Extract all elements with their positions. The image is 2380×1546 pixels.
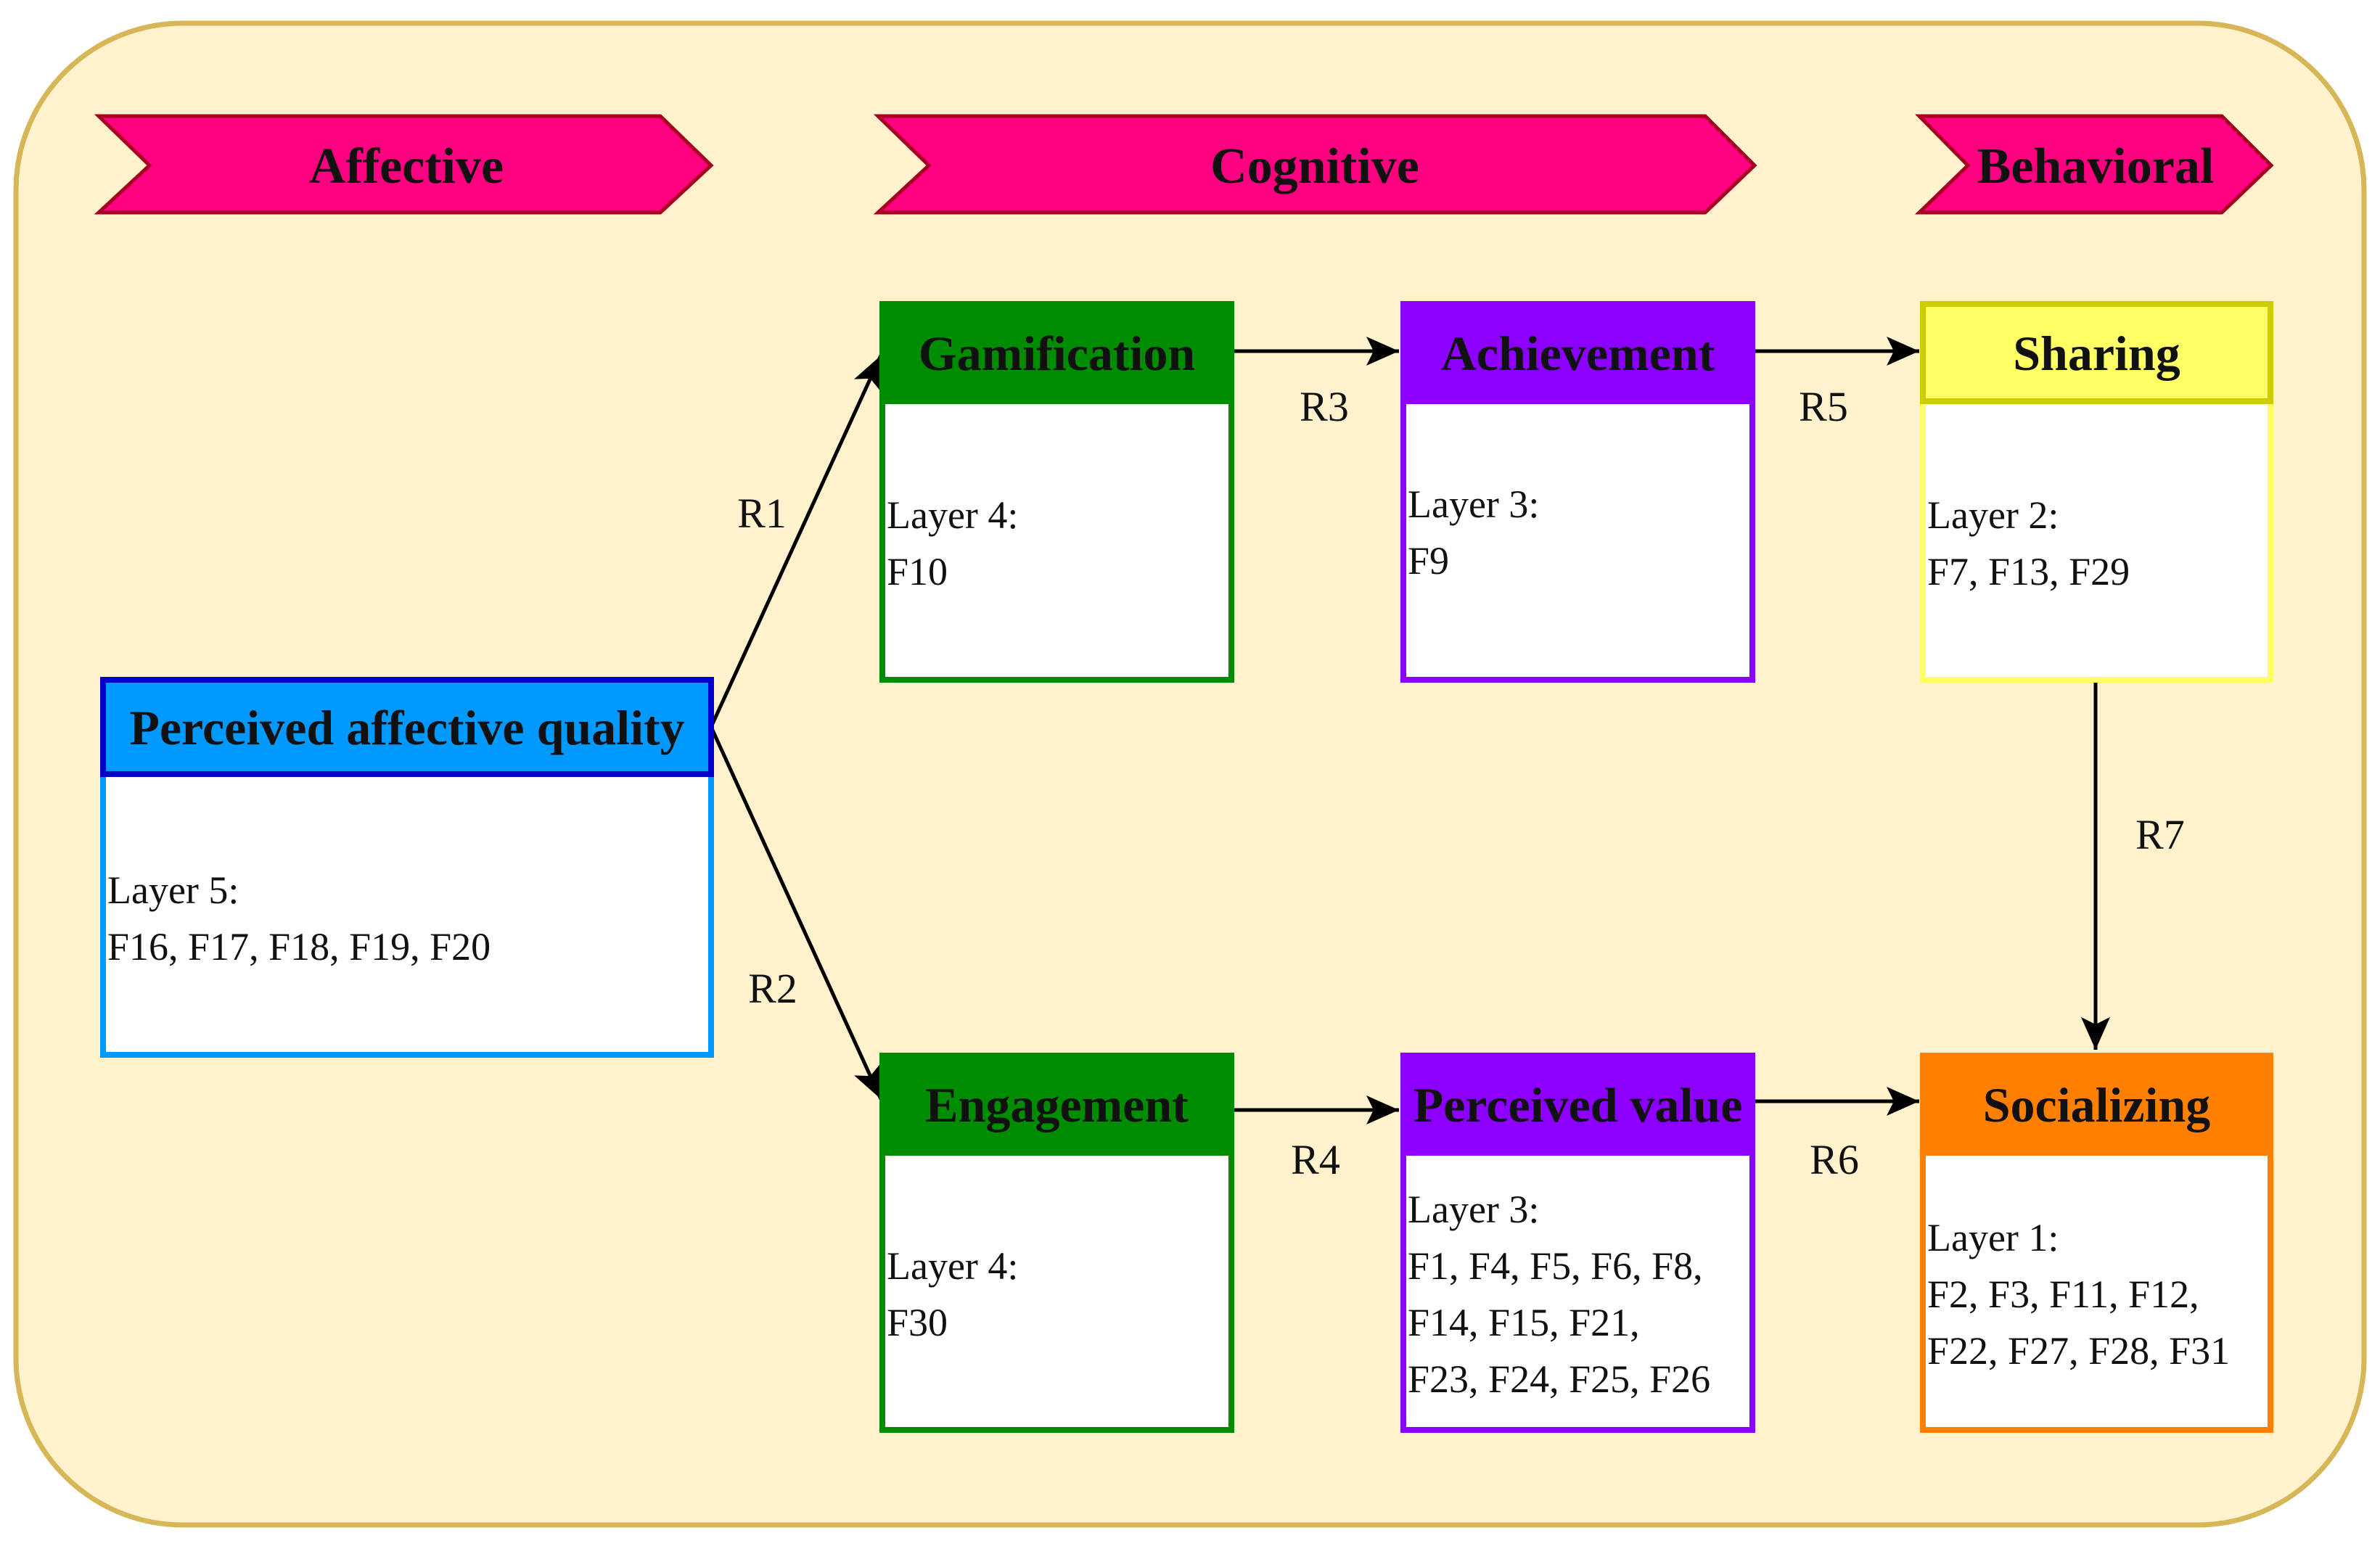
box-engagement-header xyxy=(879,1053,1234,1156)
box-sharing-line: F7, F13, F29 xyxy=(1927,550,2130,593)
box-socializing-line: F22, F27, F28, F31 xyxy=(1927,1329,2230,1373)
box-perceived-affective-quality-line: F16, F17, F18, F19, F20 xyxy=(107,925,491,969)
relation-label-r4: R4 xyxy=(1291,1136,1340,1183)
box-gamification-line: F10 xyxy=(887,550,948,593)
stage-cognitive: Cognitive xyxy=(873,114,1757,215)
box-socializing-line: F2, F3, F11, F12, xyxy=(1927,1272,2199,1316)
box-sharing-header xyxy=(1920,301,2273,404)
box-perceived-value-header xyxy=(1400,1053,1755,1156)
box-perceived-value-line: F14, F15, F21, xyxy=(1408,1301,1640,1344)
box-perceived-value-line: Layer 3: xyxy=(1408,1188,1539,1231)
relation-label-r6: R6 xyxy=(1810,1136,1859,1183)
box-achievement-line: F9 xyxy=(1408,539,1449,583)
box-socializing-line: Layer 1: xyxy=(1927,1216,2059,1259)
box-sharing-title: Sharing xyxy=(2013,326,2180,381)
box-engagement-line: Layer 4: xyxy=(887,1244,1018,1288)
box-achievement-line: Layer 3: xyxy=(1408,482,1539,526)
relation-label-r7: R7 xyxy=(2135,811,2185,858)
relations xyxy=(709,337,2110,1124)
relation-label-r3: R3 xyxy=(1300,383,1349,430)
box-gamification-header xyxy=(879,301,1234,404)
relation-label-r5: R5 xyxy=(1799,383,1848,430)
box-engagement-line: F30 xyxy=(887,1301,948,1344)
box-gamification-line: Layer 4: xyxy=(887,493,1018,537)
diagram-background xyxy=(13,20,2367,1528)
box-achievement-title: Achievement xyxy=(1441,326,1715,381)
stage-behavioral-label: Behavioral xyxy=(1977,139,2215,194)
box-perceived-affective-quality-line: Layer 5: xyxy=(107,868,239,912)
box-perceived-affective-quality-header xyxy=(100,677,714,777)
stage-affective: Affective xyxy=(94,114,714,215)
stage-behavioral: Behavioral xyxy=(1914,114,2274,215)
stage-cognitive-chevron xyxy=(873,114,1757,215)
box-achievement-header xyxy=(1400,301,1755,404)
relation-label-r1: R1 xyxy=(737,490,787,537)
box-socializing-title: Socializing xyxy=(1983,1077,2211,1132)
stage-affective-chevron xyxy=(94,114,714,215)
box-perceived-value-line: F23, F24, F25, F26 xyxy=(1408,1357,1710,1401)
relation-label-r2: R2 xyxy=(748,965,797,1012)
box-perceived-value-line: F1, F4, F5, F6, F8, xyxy=(1408,1244,1703,1288)
arrow-r2 xyxy=(709,725,883,1101)
stage-affective-label: Affective xyxy=(309,139,504,194)
stage-cognitive-label: Cognitive xyxy=(1210,139,1419,194)
box-sharing-line: Layer 2: xyxy=(1927,493,2059,537)
stage-behavioral-chevron xyxy=(1914,114,2274,215)
box-perceived-affective-quality-title: Perceived affective quality xyxy=(129,700,684,755)
box-gamification-title: Gamification xyxy=(919,326,1196,381)
arrow-r1 xyxy=(709,354,883,728)
box-engagement-title: Engagement xyxy=(925,1077,1189,1132)
box-perceived-value-title: Perceived value xyxy=(1413,1077,1743,1132)
box-socializing-header xyxy=(1920,1053,2273,1156)
